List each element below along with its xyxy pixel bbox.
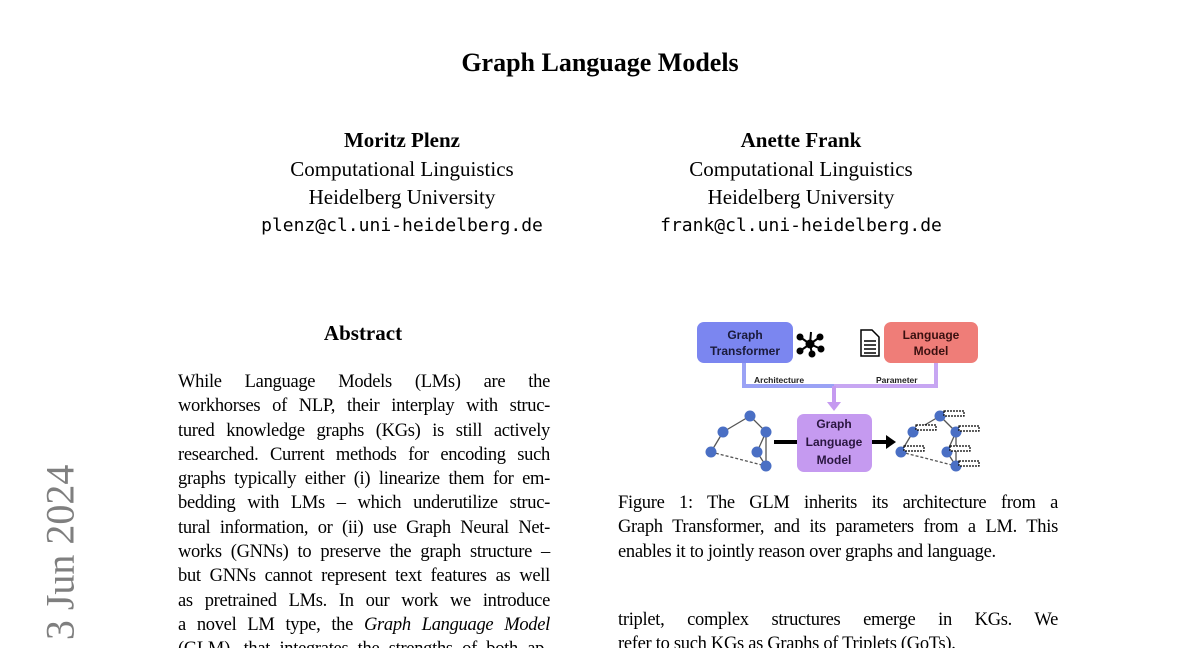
author-dept: Computational Linguistics (689, 156, 913, 181)
abstract-line: graphs typically either (i) linearize th… (178, 469, 550, 490)
graph-transformer-box (697, 322, 793, 363)
abstract-line: While Language Models (LMs) are the (178, 372, 550, 392)
glm-label: Language (806, 435, 863, 449)
language-model-label: Model (914, 344, 949, 358)
abstract-line: (GLM), that integrates the strengths of … (178, 637, 550, 648)
abstract-line: works (GNNs) to preserve the graph struc… (178, 542, 550, 563)
output-arrowhead (886, 435, 896, 449)
glm-label: Graph (816, 417, 851, 431)
glm-label: Model (817, 453, 852, 467)
author-email[interactable]: plenz@cl.uni-heidelberg.de (261, 214, 543, 236)
caption-line: enables it to jointly reason over graphs… (618, 541, 996, 562)
glm-box (797, 414, 872, 472)
language-model-label: Language (903, 328, 960, 342)
abstract-line: tured knowledge graphs (KGs) is still ac… (178, 420, 550, 441)
language-model-box (884, 322, 978, 363)
down-arrowhead (827, 402, 841, 411)
author-name: Anette Frank (740, 128, 862, 152)
abstract-line: tural information, or (ii) use Graph Neu… (178, 517, 550, 538)
abstract-text: While Language Models (LMs) are the work… (178, 370, 550, 648)
figure-caption: Figure 1: The GLM inherits its architect… (618, 491, 1058, 564)
author-dept: Computational Linguistics (290, 156, 514, 181)
body-text: triplet, complex structures emerge in KG… (618, 608, 1058, 648)
graph-transformer-label: Graph (727, 328, 762, 342)
body-line: refer to such KGs as Graphs of Triplets … (618, 634, 956, 648)
architecture-connector (742, 362, 834, 388)
graph-transformer-label: Transformer (710, 344, 780, 358)
author-univ: Heidelberg University (308, 185, 496, 209)
caption-line: Figure 1: The GLM inherits its architect… (618, 493, 1058, 513)
paper-title: Graph Language Models (461, 48, 739, 77)
author-email[interactable]: frank@cl.uni-heidelberg.de (660, 214, 942, 236)
author-block-1: Moritz Plenz Computational Linguistics H… (202, 126, 602, 240)
abstract-line: workhorses of NLP, their interplay with … (178, 396, 550, 417)
abstract-line: researched. Current methods for encoding… (178, 444, 550, 465)
architecture-label: Architecture (754, 375, 804, 385)
abstract-line: as pretrained LMs. In our work we introd… (178, 590, 550, 611)
figure-1-diagram: Graph Transformer Language Model Archite… (697, 322, 980, 472)
abstract-heading: Abstract (323, 321, 403, 345)
abstract-line: but GNNs cannot represent text features … (178, 566, 550, 587)
body-line: triplet, complex structures emerge in KG… (618, 610, 1058, 630)
author-name: Moritz Plenz (343, 128, 461, 152)
abstract-line: a novel LM type, the Graph Language Mode… (178, 613, 550, 637)
document-icon (860, 329, 880, 357)
abstract-text-run: a novel LM type, the (178, 614, 364, 635)
abstract-emphasis: Graph Language Model (363, 614, 550, 635)
network-icon (796, 331, 825, 358)
arxiv-side-stamp: ] 3 Jun 2024 (37, 464, 83, 648)
output-graph (895, 410, 980, 472)
input-graph (705, 410, 772, 472)
abstract-line: bedding with LMs – which underutilize st… (178, 493, 550, 514)
parameter-label: Parameter (876, 375, 918, 385)
author-block-2: Anette Frank Computational Linguistics H… (601, 126, 1001, 240)
caption-line: Graph Transformer, and its parameters fr… (618, 517, 1058, 538)
author-univ: Heidelberg University (707, 185, 895, 209)
